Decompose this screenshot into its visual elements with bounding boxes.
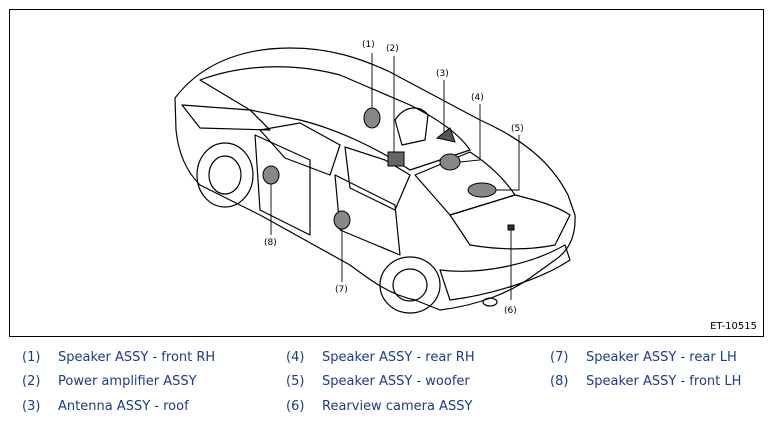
legend-num: (6) [286,399,305,414]
legend-label: Speaker ASSY - front LH [586,374,742,389]
rear-wheel-hub [392,268,428,302]
legend-label: Speaker ASSY - rear RH [322,350,475,365]
legend-item: (7) Speaker ASSY - rear LH [528,350,737,365]
rear-wheel [379,256,441,314]
legend-item: (4) Speaker ASSY - rear RH [264,350,475,365]
legend-label: Speaker ASSY - rear LH [586,350,737,365]
front-wheel [196,142,254,208]
car-diagram: (1) (2) (3) (4) (5) (6) (7) (8) [174,40,576,316]
legend-num: (8) [550,374,569,389]
legend-item: (6) Rearview camera ASSY [264,399,472,414]
legend-num: (3) [22,399,41,414]
antenna-roof [435,127,456,143]
legend-item: (8) Speaker ASSY - front LH [528,374,741,389]
legend-label: Antenna ASSY - roof [58,399,189,414]
legend-label: Speaker ASSY - woofer [322,374,470,389]
callout-3: (3) [436,69,449,79]
speaker-rear-lh [333,210,351,230]
callout-2: (2) [386,44,399,54]
legend-num: (4) [286,350,305,365]
legend-item: (3) Antenna ASSY - roof [0,399,189,414]
rearview-camera [507,224,515,231]
callout-5: (5) [511,124,524,134]
speaker-front-rh [363,107,381,129]
callout-7: (7) [335,285,348,295]
callout-6: (6) [504,306,517,316]
callout-1: (1) [362,40,375,50]
power-amplifier [387,151,405,167]
legend-label: Power amplifier ASSY [58,374,197,389]
callout-4: (4) [471,93,484,103]
side-window-front [259,122,341,176]
rear-seat [394,107,429,146]
diagram-frame: (1) (2) (3) (4) (5) (6) (7) (8) ET-10515 [9,9,764,337]
car-roof [199,66,471,171]
callout-8: (8) [264,238,277,248]
exhaust-pipe [482,297,498,307]
legend-item: (2) Power amplifier ASSY [0,374,197,389]
legend-label: Rearview camera ASSY [322,399,473,414]
legend-label: Speaker ASSY - front RH [58,350,216,365]
legend-num: (5) [286,374,305,389]
front-wheel-hub [208,155,242,195]
side-window-rear [344,146,411,211]
front-door-open [254,134,311,236]
trunk-lid [449,194,571,250]
speaker-rear-rh [439,153,461,171]
rear-bumper [439,244,571,301]
legend-item: (1) Speaker ASSY - front RH [0,350,215,365]
legend-num: (7) [550,350,569,365]
figure-id: ET-10515 [710,321,757,332]
front-windshield [181,104,271,131]
legend-num: (1) [22,350,41,365]
legend-item: (5) Speaker ASSY - woofer [264,374,470,389]
car-body-outline [174,47,576,311]
speaker-woofer [467,182,497,198]
legend-num: (2) [22,374,41,389]
speaker-front-lh [262,165,280,185]
